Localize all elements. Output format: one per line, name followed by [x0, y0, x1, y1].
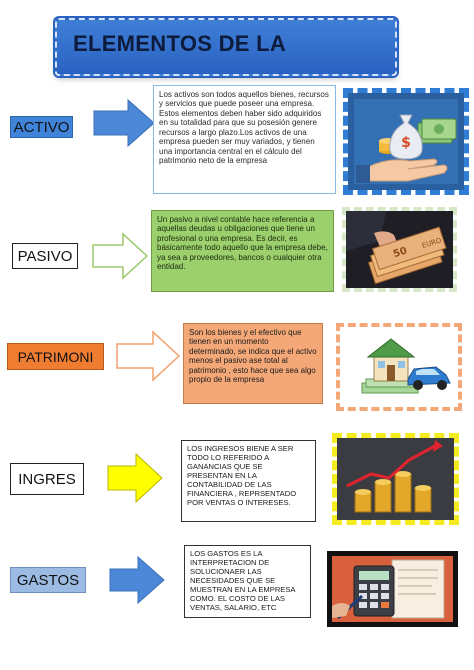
svg-text:50: 50 — [392, 246, 409, 261]
arrow-right-outline-icon — [116, 330, 181, 382]
house-car-icon — [336, 323, 462, 411]
label-ingres: INGRES — [10, 463, 84, 495]
arrow-right-blue-icon — [109, 555, 165, 605]
description-activo: Los activos son todos aquellos bienes, r… — [153, 85, 336, 194]
title-banner: ELEMENTOS DE LA — [55, 18, 397, 76]
coins-growth-chart-icon — [332, 433, 459, 525]
svg-text:$: $ — [401, 135, 411, 151]
arrow-right-outline-icon — [92, 232, 149, 280]
label-patrimoni: PATRIMONI — [7, 343, 104, 370]
description-patrimoni: Son los bienes y el efectivo que tienen … — [183, 323, 323, 404]
description-gastos: LOS GASTOS ES LA INTERPRETACION DE SOLUC… — [184, 545, 311, 618]
arrow-right-icon — [93, 98, 155, 148]
banknotes-hand-icon: 50 EURO — [342, 207, 457, 292]
calculator-bills-icon — [327, 551, 458, 627]
label-activo: ACTIVO — [10, 116, 73, 138]
page-title: ELEMENTOS DE LA — [73, 31, 287, 56]
description-ingres: LOS INGRESOS BIENE A SER TODO LO REFERID… — [181, 440, 316, 522]
arrow-right-yellow-icon — [107, 452, 163, 504]
money-bag-hand-icon: $ — [343, 88, 469, 195]
description-pasivo: Un pasivo a nivel contable hace referenc… — [151, 210, 334, 292]
label-gastos: GASTOS — [10, 567, 86, 593]
label-pasivo: PASIVO — [12, 243, 78, 269]
